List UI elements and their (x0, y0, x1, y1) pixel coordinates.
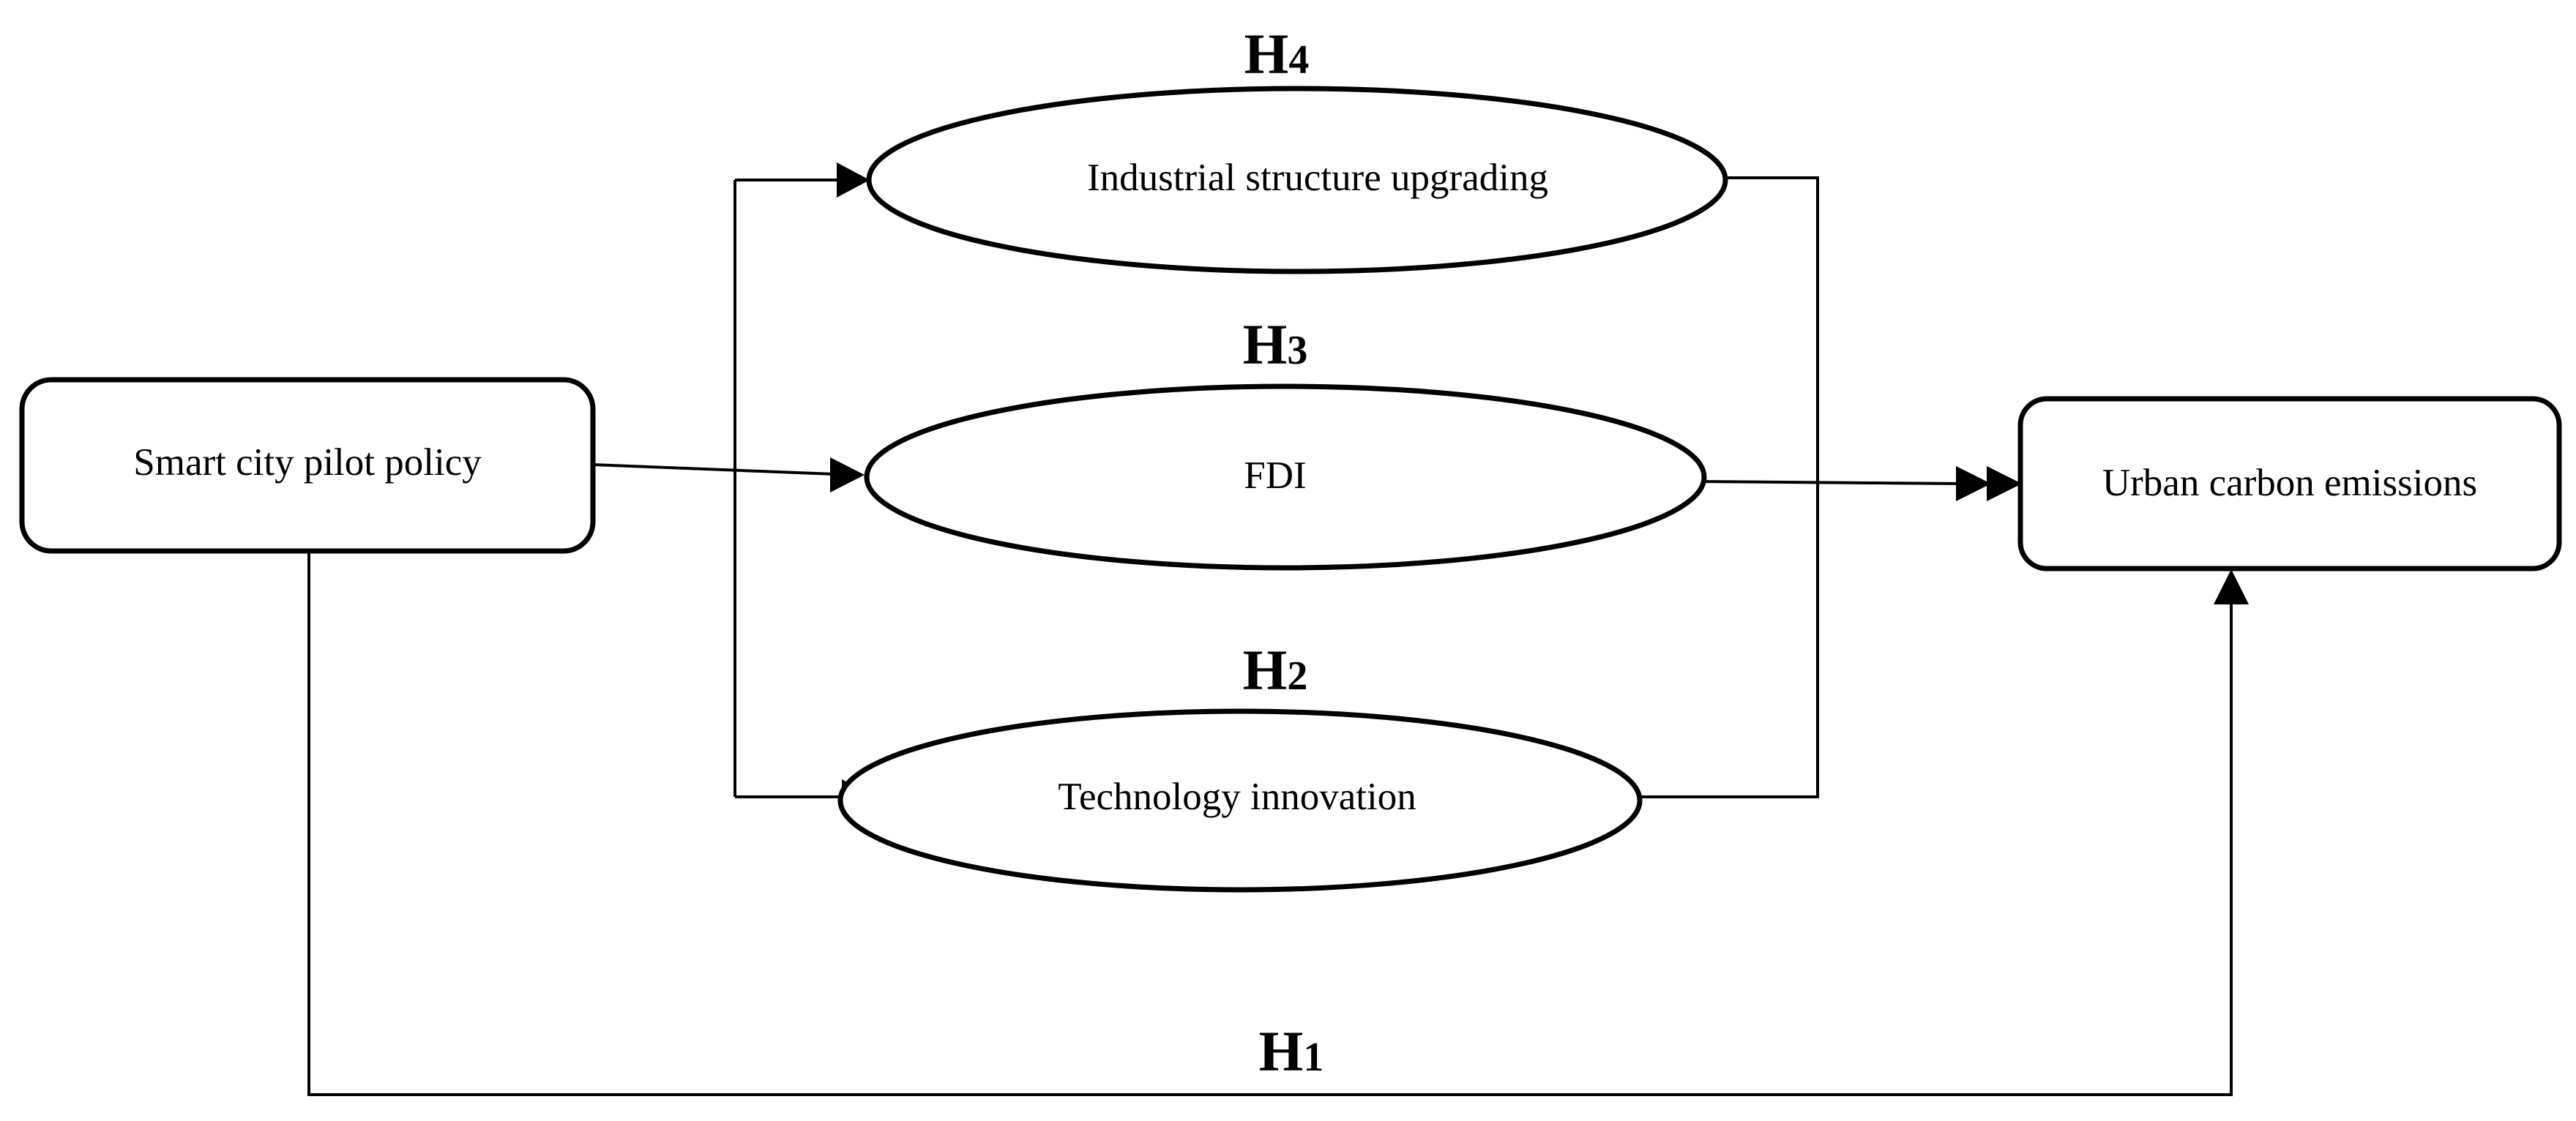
edge-policy-to-emissions-direct (307, 552, 2233, 1096)
industrial-ellipse (866, 86, 1728, 274)
node-policy: Smart city pilot policy (19, 377, 596, 554)
arrowhead-to-emissions-1 (1956, 466, 1991, 501)
arrowhead-to-industrial (837, 162, 870, 198)
edge-policy-to-fdi (592, 463, 854, 476)
arrowhead-to-emissions-2 (1987, 466, 2022, 501)
arrowhead-to-fdi (830, 457, 865, 492)
technology-ellipse (837, 708, 1643, 893)
fdi-ellipse (864, 383, 1707, 571)
node-technology: Technology innovation (837, 708, 1643, 893)
emissions-label: Urban carbon emissions (2102, 462, 2477, 504)
connectors (307, 176, 2233, 1096)
policy-label: Smart city pilot policy (133, 441, 482, 484)
hypothesis-label-h2: H2 (1243, 638, 1308, 702)
node-industrial: Industrial structure upgrading (866, 86, 1728, 274)
node-fdi: FDI (864, 383, 1707, 571)
hypothesis-label-h4: H4 (1244, 22, 1310, 86)
hypothesis-label-h3: H3 (1243, 312, 1308, 376)
emissions-box (2017, 396, 2562, 571)
technology-label: Technology innovation (1058, 776, 1416, 818)
hypothesis-label-h1: H1 (1259, 1019, 1324, 1083)
fdi-label: FDI (1244, 454, 1306, 497)
policy-box (19, 377, 596, 554)
edge-industrial-out (1640, 176, 1819, 798)
industrial-label: Industrial structure upgrading (1087, 157, 1548, 199)
node-emissions: Urban carbon emissions (2017, 396, 2562, 571)
edge-fdi-to-emissions (1698, 480, 1961, 485)
arrowhead-to-emissions-direct (2214, 569, 2249, 604)
